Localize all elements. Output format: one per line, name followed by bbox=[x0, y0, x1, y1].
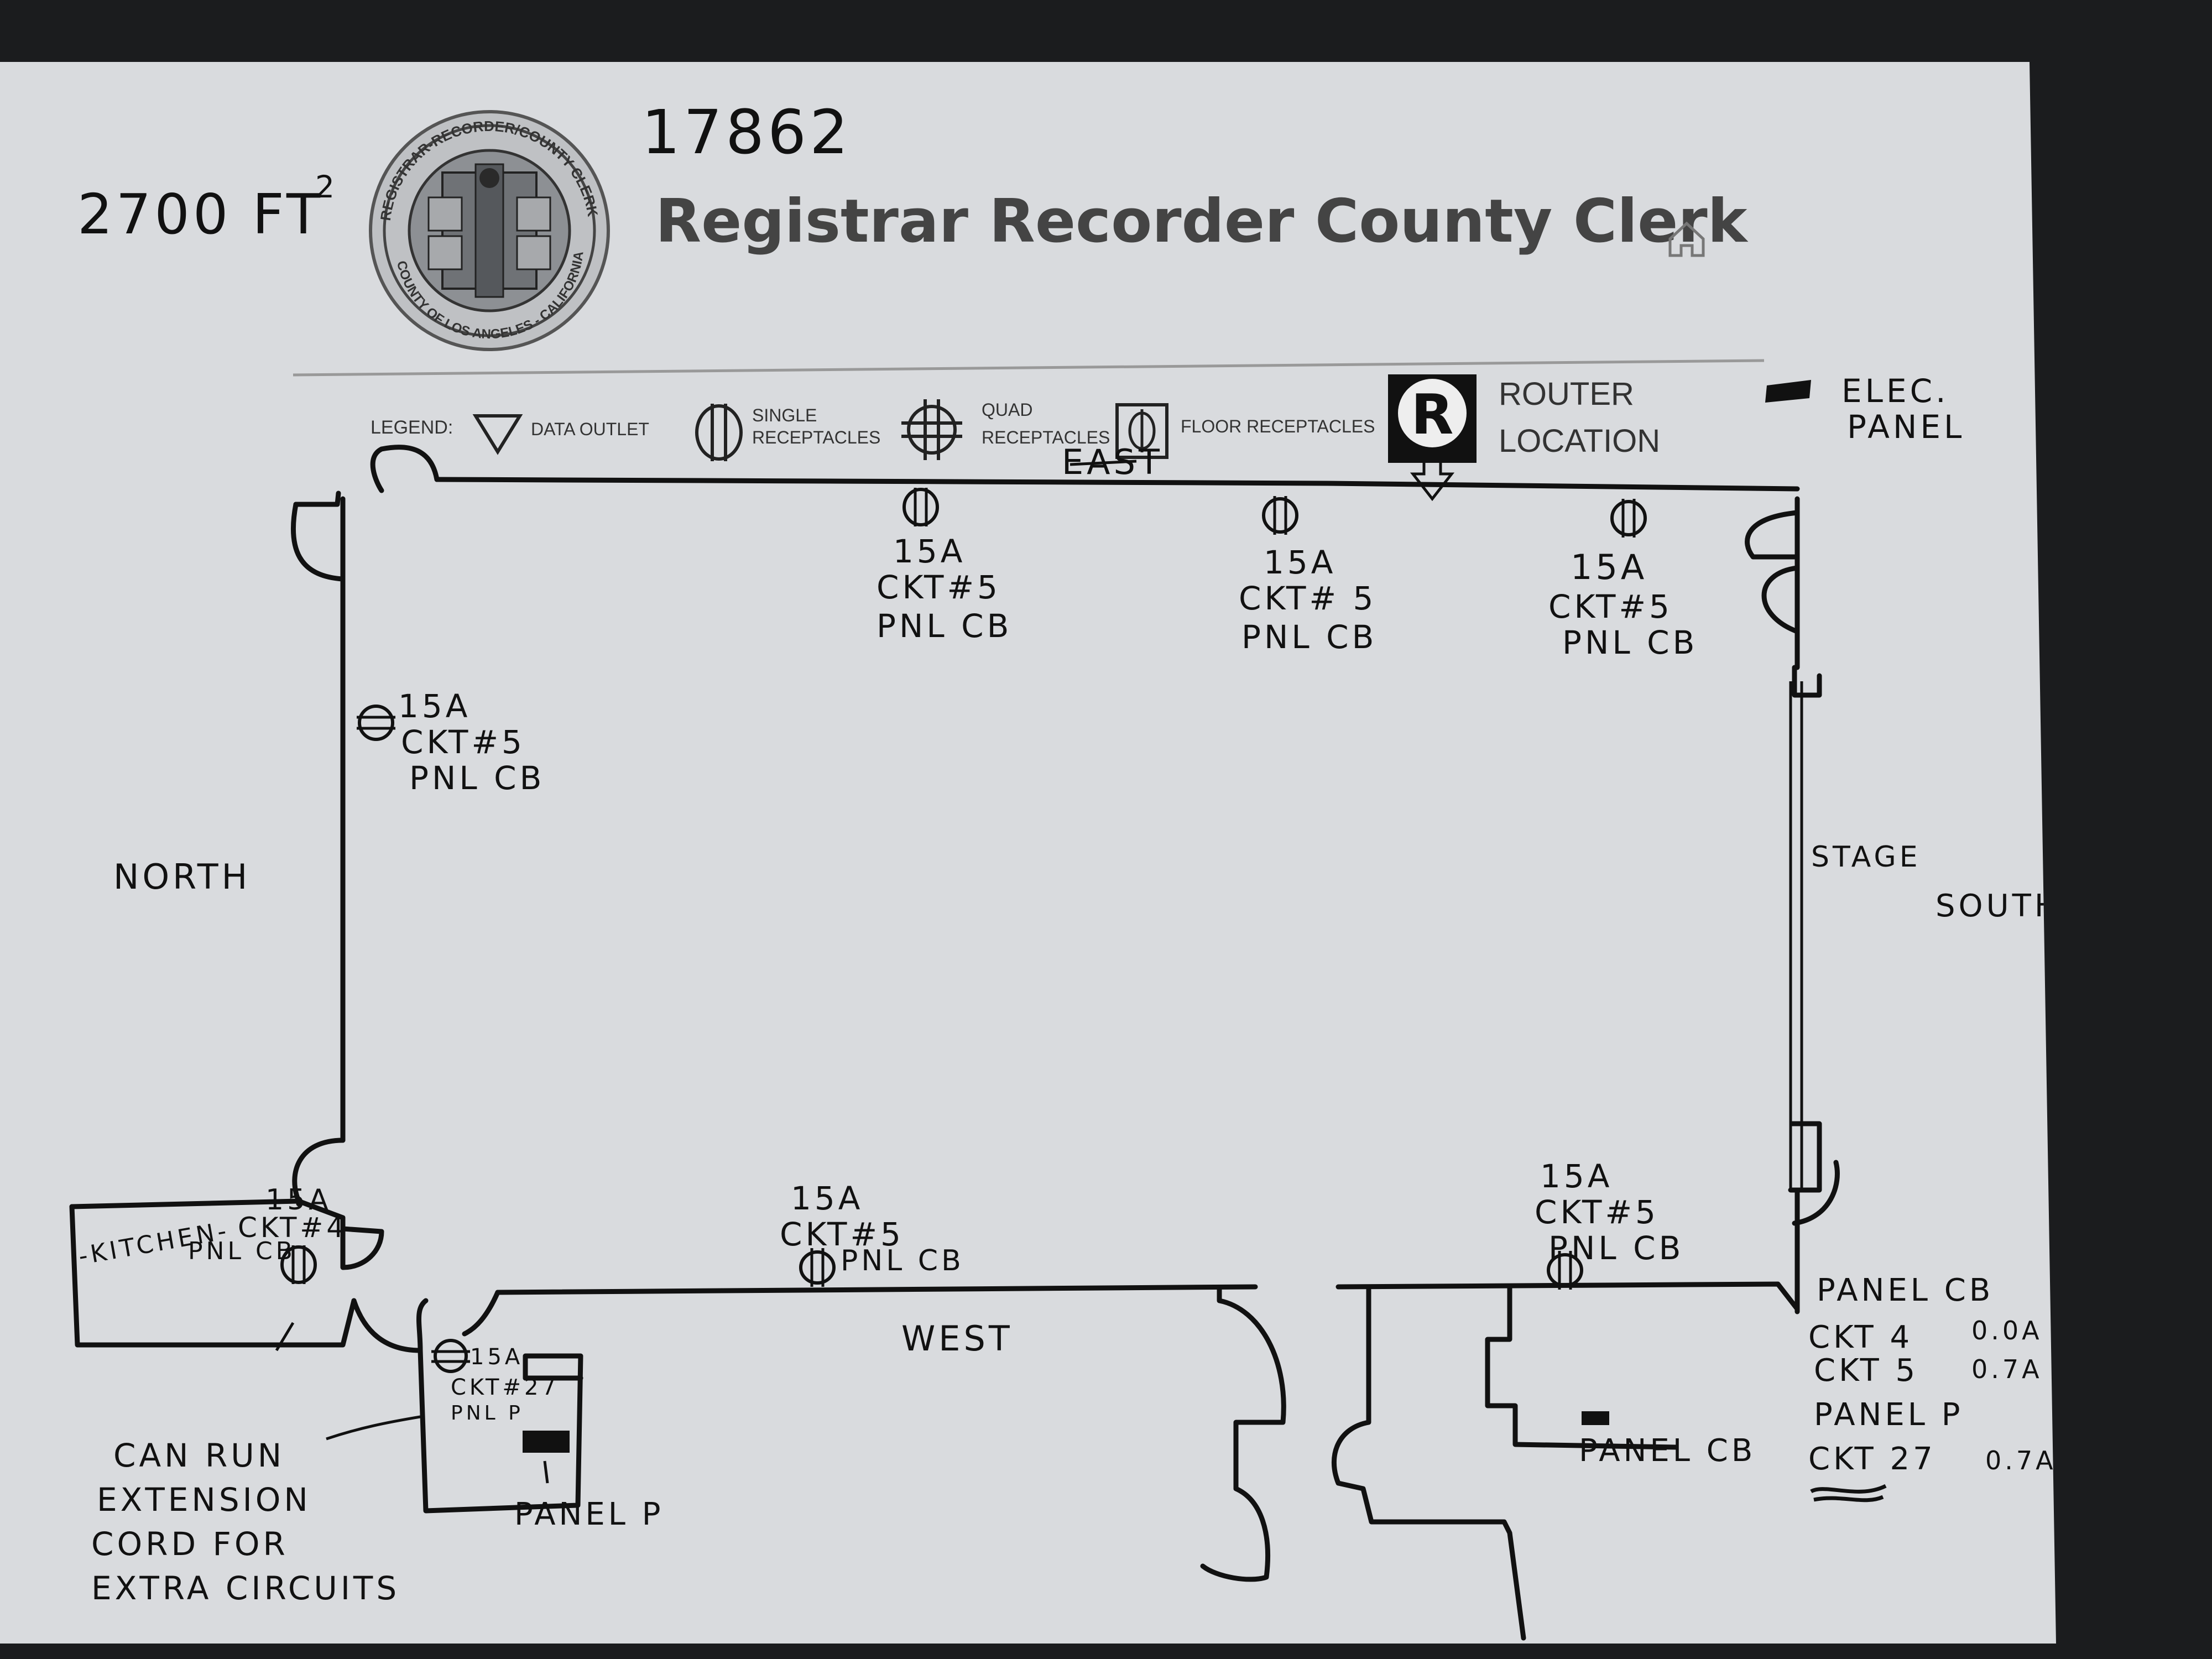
panel-p-marker bbox=[523, 1431, 570, 1453]
stage-label: STAGE bbox=[1811, 841, 1921, 874]
svg-text:15A: 15A bbox=[1571, 547, 1647, 587]
area-label: 2700 FT bbox=[77, 182, 324, 247]
panel-summary: PANEL CB CKT 4 0.0A CKT 5 0.7A PANEL P C… bbox=[1808, 1272, 2056, 1503]
svg-text:CKT#5: CKT#5 bbox=[877, 568, 1001, 606]
legend-floor: FLOOR RECEPTACLES bbox=[1181, 416, 1375, 436]
svg-text:15A: 15A bbox=[470, 1344, 523, 1370]
receptacle-east-1 bbox=[902, 488, 939, 526]
summary-ckt-27: CKT 27 bbox=[1808, 1441, 1936, 1477]
svg-text:15A: 15A bbox=[398, 687, 471, 725]
area-superscript: 2 bbox=[315, 169, 338, 205]
legend-data-outlet: DATA OUTLET bbox=[531, 419, 649, 439]
svg-text:PNL CB: PNL CB bbox=[841, 1244, 964, 1277]
legend-single-1: SINGLE bbox=[752, 405, 817, 425]
receptacle-panel-p-room bbox=[431, 1339, 470, 1373]
svg-text:PNL CB: PNL CB bbox=[1548, 1229, 1684, 1267]
svg-text:CKT#5: CKT#5 bbox=[1535, 1193, 1659, 1231]
elec-panel-icon bbox=[1765, 380, 1811, 403]
summary-amps-5: 0.7A bbox=[1971, 1354, 2043, 1384]
svg-text:CKT# 5: CKT# 5 bbox=[1239, 580, 1376, 617]
svg-text:CKT#5: CKT#5 bbox=[401, 723, 525, 761]
south-label: SOUTH bbox=[1936, 888, 2056, 924]
svg-text:CAN RUN: CAN RUN bbox=[113, 1437, 285, 1474]
outlet-label-east-2: 15A CKT# 5 PNL CB bbox=[1239, 544, 1377, 656]
svg-text:EXTENSION: EXTENSION bbox=[97, 1481, 311, 1519]
svg-text:PNL P: PNL P bbox=[451, 1402, 524, 1425]
panel-p-label: PANEL P bbox=[514, 1496, 664, 1532]
summary-ckt-5: CKT 5 bbox=[1814, 1353, 1918, 1389]
quad-receptacle-icon bbox=[901, 399, 962, 460]
extension-cord-note: CAN RUN EXTENSION CORD FOR EXTRA CIRCUIT… bbox=[91, 1437, 400, 1607]
svg-text:CORD FOR: CORD FOR bbox=[91, 1525, 289, 1563]
svg-text:15A: 15A bbox=[893, 533, 966, 570]
outlet-label-east-3: 15A CKT#5 PNL CB bbox=[1548, 547, 1698, 661]
svg-text:PNL CB: PNL CB bbox=[877, 607, 1012, 645]
legend-elec-2: PANEL bbox=[1847, 408, 1965, 446]
router-location-icon: R bbox=[1388, 374, 1477, 502]
receptacle-west-2 bbox=[1547, 1251, 1583, 1290]
legend-router-1: ROUTER bbox=[1499, 376, 1634, 412]
svg-text:PNL CB: PNL CB bbox=[188, 1237, 296, 1265]
east-underline bbox=[1070, 460, 1137, 466]
legend-router-2: LOCATION bbox=[1499, 423, 1660, 459]
north-label: NORTH bbox=[113, 857, 251, 897]
legend-elec-1: ELEC. bbox=[1841, 372, 1949, 410]
home-icon bbox=[1668, 221, 1705, 257]
receptacle-kitchen bbox=[280, 1245, 317, 1284]
header-divider bbox=[293, 359, 1765, 377]
outlet-label-kitchen: 15A CKT#4 PNL CB bbox=[188, 1183, 347, 1265]
svg-text:EXTRA CIRCUITS: EXTRA CIRCUITS bbox=[91, 1569, 400, 1607]
legend-quad-1: QUAD bbox=[982, 400, 1032, 420]
panel-cb-marker bbox=[1582, 1411, 1609, 1425]
legend-quad-2: RECEPTACLES bbox=[982, 427, 1110, 447]
svg-text:PNL CB: PNL CB bbox=[1562, 624, 1698, 661]
svg-text:15A: 15A bbox=[1540, 1157, 1613, 1195]
svg-text:CKT#5: CKT#5 bbox=[780, 1215, 904, 1253]
extension-leader-1 bbox=[275, 1322, 295, 1352]
receptacle-west-1 bbox=[799, 1248, 836, 1287]
extension-leader-2 bbox=[326, 1415, 421, 1441]
panel-p-leader bbox=[543, 1460, 549, 1484]
west-label: WEST bbox=[901, 1318, 1013, 1359]
single-receptacle-icon bbox=[695, 404, 743, 461]
svg-text:R: R bbox=[1411, 382, 1453, 447]
floor-plan-drawing: 2700 FT 2 17862 REGISTRAR-RECORDER/COUNT… bbox=[69, 97, 2056, 1641]
svg-text:15A: 15A bbox=[265, 1183, 332, 1217]
svg-text:15A: 15A bbox=[1264, 544, 1336, 581]
outlet-label-east-1: 15A CKT#5 PNL CB bbox=[877, 533, 1012, 645]
summary-amps-27: 0.7A bbox=[1985, 1446, 2056, 1475]
panel-cb-label: PANEL CB bbox=[1579, 1433, 1756, 1469]
svg-text:CKT#27: CKT#27 bbox=[451, 1375, 559, 1400]
outlet-label-west-1: 15A CKT#5 PNL CB bbox=[780, 1180, 964, 1277]
summary-header-cb: PANEL CB bbox=[1817, 1272, 1994, 1308]
legend-label: LEGEND: bbox=[371, 417, 453, 438]
data-outlet-icon bbox=[472, 414, 523, 455]
outlet-label-panel-p-room: 15A CKT#27 PNL P bbox=[451, 1344, 559, 1425]
summary-amps-4: 0.0A bbox=[1971, 1316, 2043, 1345]
page-title: Registrar Recorder County Clerk bbox=[655, 187, 1749, 256]
svg-text:CKT#5: CKT#5 bbox=[1548, 588, 1673, 625]
svg-text:PNL CB: PNL CB bbox=[1241, 618, 1377, 656]
paper-sheet: 2700 FT 2 17862 REGISTRAR-RECORDER/COUNT… bbox=[0, 62, 2056, 1644]
summary-ckt-4: CKT 4 bbox=[1808, 1319, 1913, 1355]
receptacle-east-3 bbox=[1610, 499, 1647, 538]
receptacle-east-2 bbox=[1262, 496, 1298, 535]
outlet-label-west-2: 15A CKT#5 PNL CB bbox=[1535, 1157, 1684, 1267]
svg-text:PNL CB: PNL CB bbox=[409, 759, 545, 797]
outlet-label-north-1: 15A CKT#5 PNL CB bbox=[398, 687, 545, 797]
sheet-number: 17862 bbox=[641, 97, 852, 168]
legend-single-2: RECEPTACLES bbox=[752, 427, 880, 447]
summary-header-p: PANEL P bbox=[1814, 1397, 1964, 1433]
room-walls bbox=[69, 445, 1840, 1641]
county-seal-icon: REGISTRAR-RECORDER/COUNTY CLERK COUNTY O… bbox=[369, 110, 610, 351]
receptacle-north-1 bbox=[357, 705, 395, 741]
svg-text:15A: 15A bbox=[791, 1180, 863, 1217]
scribble-mark bbox=[1810, 1484, 1887, 1503]
floor-receptacle-icon bbox=[1115, 403, 1168, 459]
svg-text:CKT#4: CKT#4 bbox=[238, 1212, 347, 1244]
